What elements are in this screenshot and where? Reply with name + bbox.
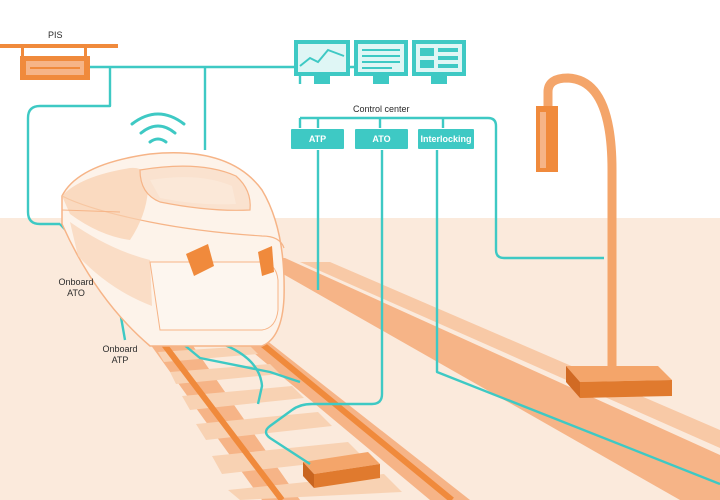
ato-module: ATO xyxy=(355,129,408,149)
balise-icon xyxy=(303,452,380,488)
atp-module: ATP xyxy=(291,129,344,149)
onboard-ato-label: Onboard ATO xyxy=(58,277,94,298)
pis-display-icon xyxy=(0,44,118,80)
wifi-signal-icon xyxy=(130,112,186,144)
monitor-icon xyxy=(354,40,408,84)
platform-edge xyxy=(300,262,720,448)
monitor-icon xyxy=(294,40,350,84)
train xyxy=(61,152,285,347)
lamp-post-icon xyxy=(536,73,672,398)
control-center-label: Control center xyxy=(353,104,410,114)
network-lines xyxy=(26,65,720,486)
interlocking-module: Interlocking xyxy=(418,129,474,149)
onboard-atp-label: Onboard ATP xyxy=(102,344,138,365)
monitor-icon xyxy=(412,40,466,84)
pis-label: PIS xyxy=(48,30,63,40)
platform-strip xyxy=(255,258,720,500)
